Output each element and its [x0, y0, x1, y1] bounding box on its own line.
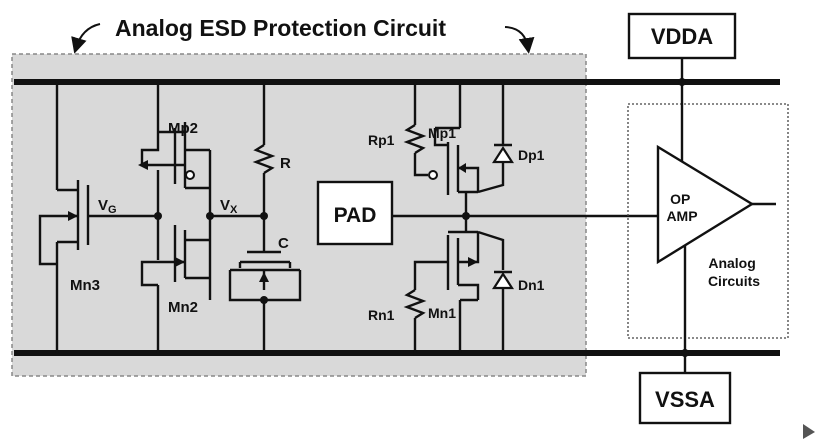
dp1-label: Dp1	[518, 147, 545, 163]
cursor-arrow-icon	[803, 424, 815, 439]
mn1-label: Mn1	[428, 305, 456, 321]
vdda-label: VDDA	[651, 24, 713, 49]
dp1-diode	[477, 82, 515, 194]
mp1-label: Mp1	[428, 125, 456, 141]
title-left-arrow	[71, 23, 101, 54]
c-label: C	[278, 235, 289, 252]
capacitor-c	[228, 250, 302, 353]
vdda-box	[627, 12, 737, 60]
mn3-label: Mn3	[70, 277, 100, 294]
rp1-resistor	[403, 82, 428, 177]
vg-label: VG	[98, 197, 117, 216]
mn1-transistor	[430, 216, 480, 353]
rn1-label: Rn1	[368, 307, 395, 323]
vssa-label: VSSA	[655, 387, 715, 412]
pad-box	[316, 180, 394, 246]
op-amp	[656, 82, 776, 353]
rp1-label: Rp1	[368, 132, 395, 148]
vx-label: VX	[220, 197, 238, 216]
vssa-box	[638, 371, 732, 425]
title-right-arrow	[504, 26, 535, 54]
analog-circuits-box	[627, 103, 789, 339]
analog-circuits-label: Analog Circuits	[708, 255, 760, 289]
dn1-diode	[477, 230, 515, 353]
diagram-title: Analog ESD Protection Circuit	[115, 15, 446, 41]
mn2-label: Mn2	[168, 299, 198, 316]
r-label: R	[280, 155, 291, 172]
op-amp-label: OP AMP	[666, 191, 697, 224]
mp2-transistor	[138, 82, 212, 300]
pad-label: PAD	[334, 204, 377, 227]
mn3-transistor	[38, 82, 160, 353]
dn1-label: Dn1	[518, 277, 545, 293]
mp2-label: Mp2	[168, 120, 198, 137]
rn1-resistor	[403, 260, 430, 353]
